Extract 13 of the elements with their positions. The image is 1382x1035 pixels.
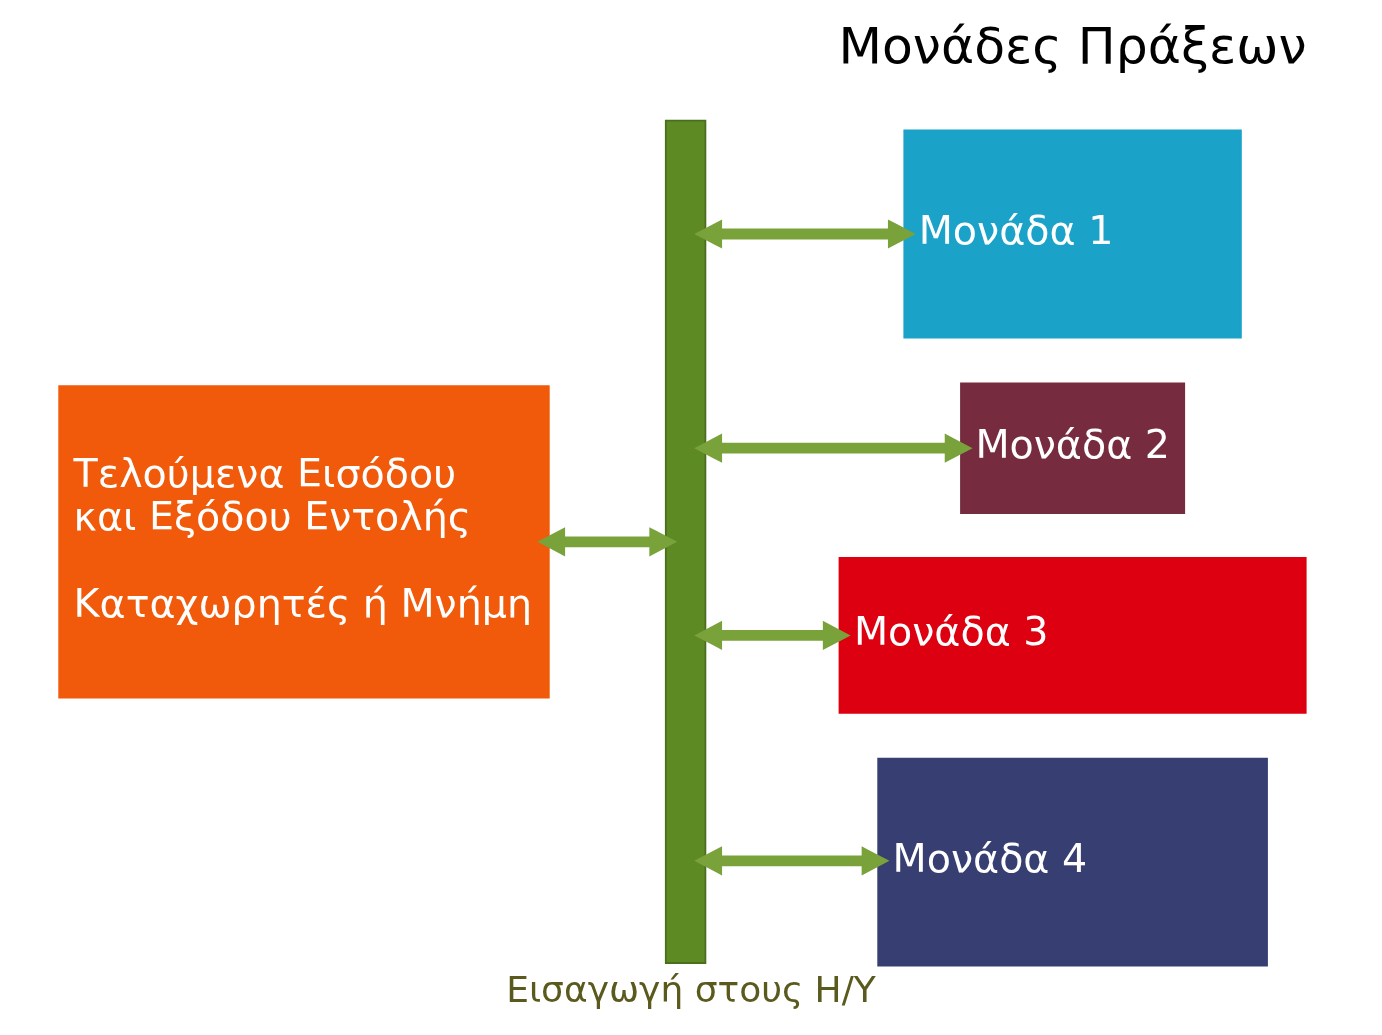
arrow — [694, 620, 851, 650]
node-box: Μονάδα 1 — [903, 129, 1242, 339]
arrow — [537, 527, 678, 557]
node-box: Μονάδα 3 — [838, 557, 1307, 714]
arrow — [694, 219, 916, 249]
caption: Εισαγωγή στους Η/Υ — [506, 968, 876, 1010]
node-box: Μονάδα 4 — [877, 757, 1268, 967]
node-box: Μονάδα 2 — [960, 382, 1186, 514]
arrow — [694, 846, 890, 876]
label: Μονάδες Πράξεων — [838, 15, 1307, 75]
node-box: Τελούμενα Εισόδου και Εξόδου Εντολής Καταχωρητές ή Μνήμη — [58, 385, 550, 699]
arrow — [694, 433, 973, 463]
node-bar — [664, 119, 707, 964]
